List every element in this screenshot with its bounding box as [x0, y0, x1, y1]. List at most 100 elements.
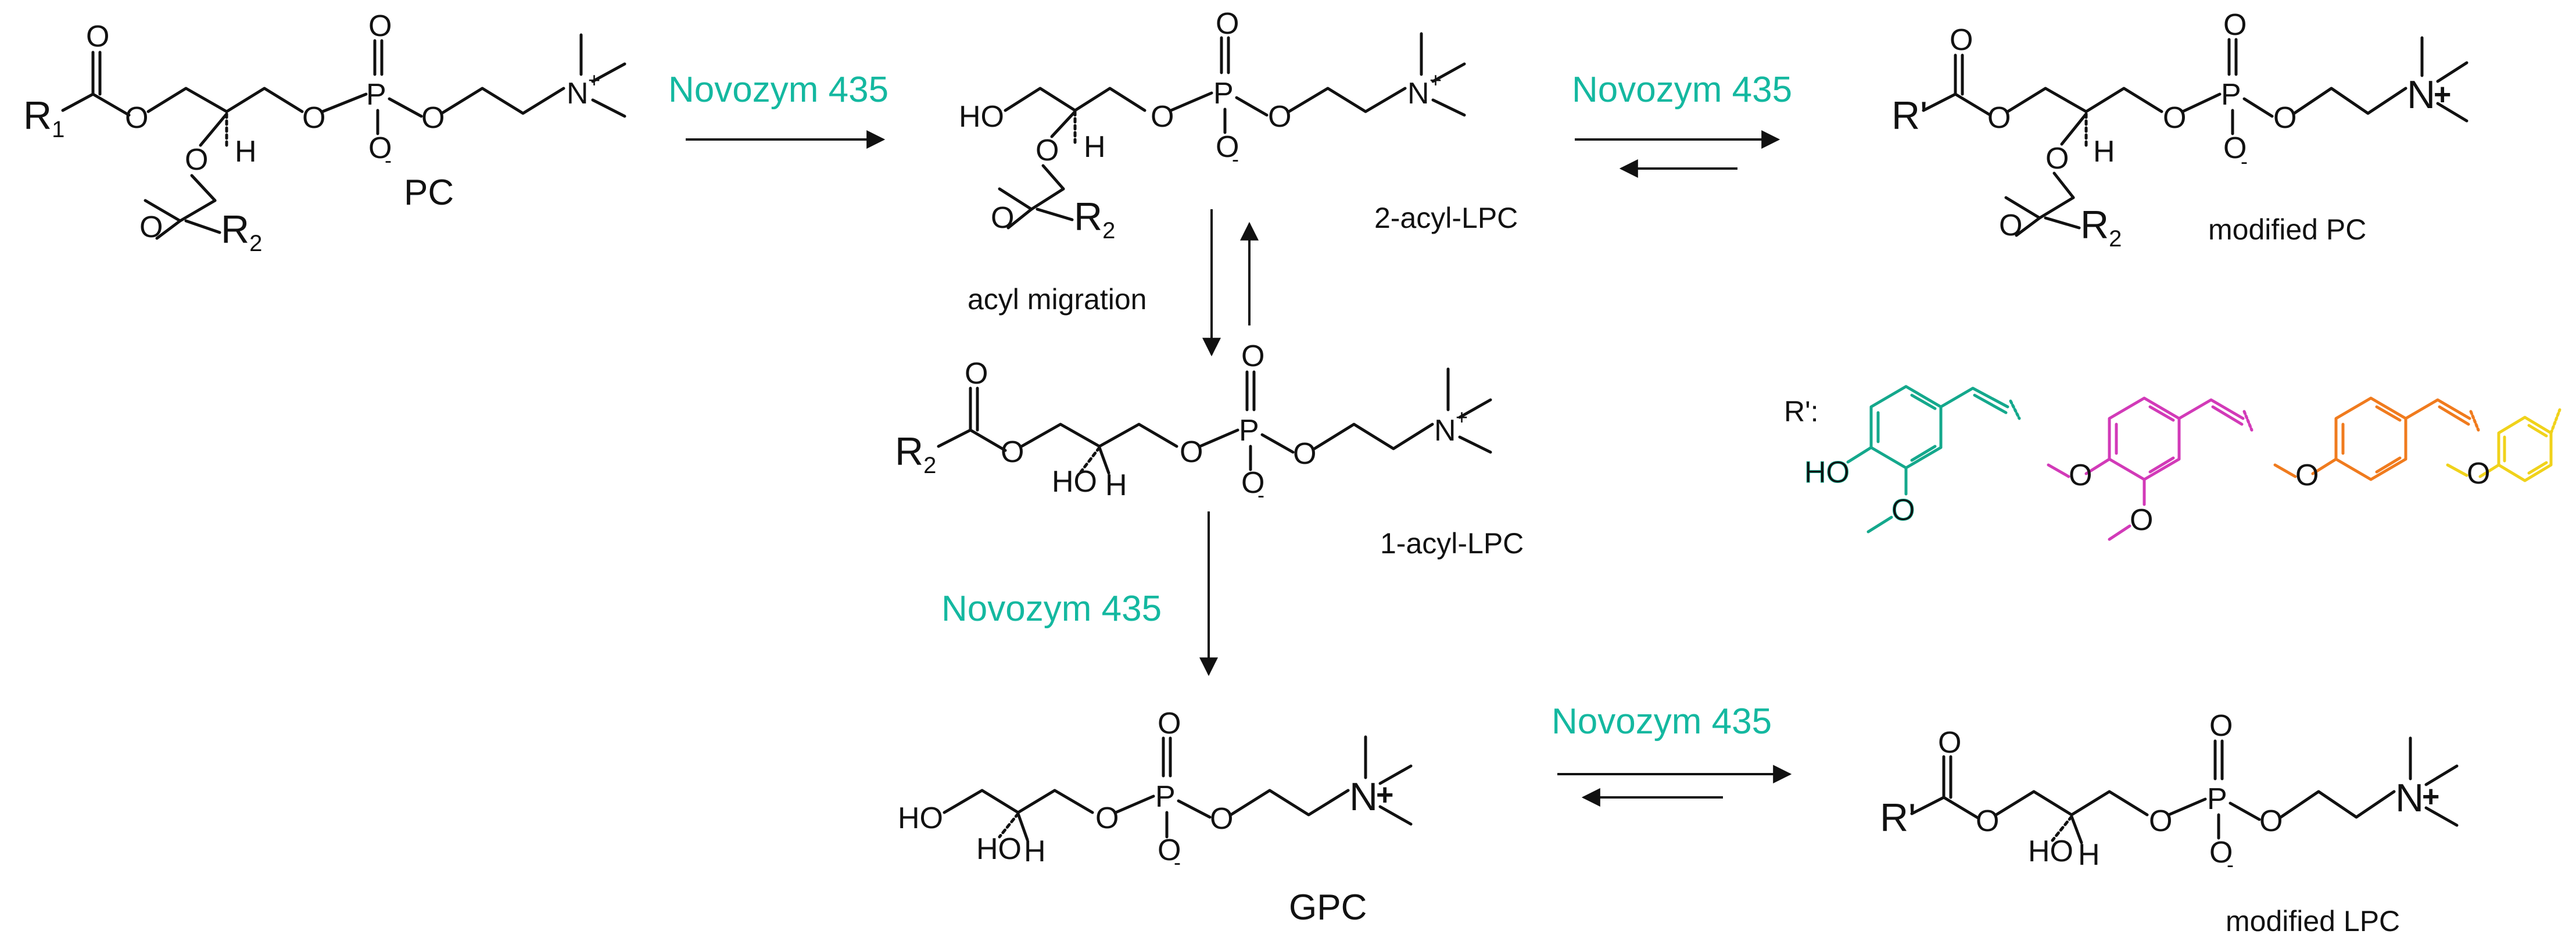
- svg-text:-: -: [1232, 147, 1239, 171]
- modified-pc-structure: R' O O H O O R2 O P O O - O N + modified…: [1891, 8, 2468, 252]
- lpc2-label: 2-acyl-LPC: [1374, 202, 1518, 234]
- svg-text:O: O: [2259, 804, 2283, 838]
- svg-text:P: P: [1239, 414, 1259, 448]
- svg-text:O: O: [1950, 23, 1973, 57]
- svg-text:P: P: [366, 78, 386, 112]
- pc-structure: R1 O O H O O R2 O P O O - O N + PC: [23, 9, 626, 256]
- modified-lpc-structure: R' O O HO H O P O O - O N + modified LPC: [1880, 709, 2459, 937]
- gpc-structure: HO HO H O P O O - O N + GPC: [898, 707, 1413, 928]
- lpc2-structure: HO H O O R2 O P O O - O N + 2-acyl-LPC: [959, 7, 1518, 244]
- svg-text:O: O: [86, 20, 109, 53]
- svg-text:O: O: [1216, 130, 1239, 164]
- svg-text:N: N: [1349, 775, 1378, 819]
- svg-text:-: -: [1257, 483, 1264, 507]
- svg-text:O: O: [1241, 339, 1264, 373]
- svg-text:P: P: [1213, 77, 1234, 110]
- svg-text:O: O: [1938, 726, 1961, 760]
- methoxycinnamoyl-structure: O: [2273, 396, 2480, 492]
- svg-text:HO: HO: [976, 832, 1022, 866]
- svg-text:O: O: [2069, 459, 2092, 492]
- r-prime-label: R':: [1784, 395, 1819, 428]
- svg-text:O: O: [368, 9, 392, 43]
- enzyme-label-step1: Novozym 435: [668, 70, 888, 110]
- svg-text:R2: R2: [221, 207, 262, 256]
- svg-text:H: H: [1084, 130, 1106, 164]
- svg-text:O: O: [1216, 7, 1239, 41]
- svg-text:O: O: [1976, 804, 1999, 838]
- svg-text:O: O: [139, 210, 163, 244]
- svg-text:O: O: [1151, 100, 1174, 134]
- svg-text:O: O: [1999, 209, 2022, 242]
- svg-text:O: O: [1268, 100, 1291, 134]
- svg-text:-: -: [2241, 149, 2248, 173]
- svg-text:HO: HO: [898, 801, 943, 835]
- svg-text:O: O: [2223, 8, 2247, 42]
- svg-text:O: O: [1036, 134, 1059, 167]
- svg-text:R2: R2: [1074, 195, 1115, 244]
- svg-text:N: N: [1407, 77, 1429, 110]
- svg-text:HO: HO: [959, 100, 1004, 134]
- svg-text:N: N: [567, 77, 589, 110]
- r1-group: R1: [23, 94, 65, 142]
- svg-text:O: O: [2209, 836, 2233, 869]
- svg-text:O: O: [1293, 437, 1316, 471]
- svg-text:O: O: [302, 101, 325, 135]
- dimethoxycinnamoyl-structure: O O: [2047, 396, 2253, 541]
- enzyme-label-step3: Novozym 435: [941, 589, 1162, 629]
- svg-text:O: O: [185, 143, 208, 177]
- svg-text:O: O: [991, 201, 1014, 235]
- svg-text:N: N: [1434, 414, 1456, 448]
- svg-text:O: O: [1987, 101, 2011, 135]
- lpc1-label: 1-acyl-LPC: [1380, 527, 1524, 560]
- svg-text:P: P: [1155, 780, 1176, 814]
- svg-text:O: O: [2273, 101, 2296, 135]
- svg-text:O: O: [125, 101, 148, 135]
- svg-text:O: O: [1158, 707, 1181, 740]
- pc-label: PC: [404, 173, 454, 213]
- svg-text:O: O: [2209, 709, 2233, 743]
- svg-text:O: O: [2163, 101, 2186, 135]
- svg-text:P: P: [2207, 782, 2227, 816]
- gpc-label: GPC: [1289, 887, 1367, 928]
- r-prime-legend: R': HO O O: [1784, 385, 2561, 541]
- svg-text:+: +: [2422, 780, 2439, 814]
- modified-lpc-label: modified LPC: [2226, 905, 2400, 937]
- svg-text:R2: R2: [895, 429, 936, 478]
- feruloyl-structure: HO O: [1804, 385, 2021, 534]
- svg-text:O: O: [965, 357, 988, 391]
- svg-text:O: O: [2130, 503, 2153, 537]
- svg-text:-: -: [2227, 853, 2234, 876]
- svg-text:-: -: [1174, 850, 1181, 874]
- svg-text:O: O: [2045, 142, 2069, 176]
- svg-text:H: H: [2078, 838, 2100, 872]
- svg-text:O: O: [2223, 131, 2247, 165]
- svg-text:O: O: [1891, 493, 1915, 527]
- svg-text:HO: HO: [1804, 456, 1850, 489]
- modified-pc-label: modified PC: [2208, 213, 2366, 246]
- svg-text:N: N: [2395, 776, 2424, 820]
- acyl-migration-label: acyl migration: [968, 283, 1147, 316]
- svg-text:O: O: [1158, 833, 1181, 867]
- lpc1-structure: R2 O O HO H O P O O - O N + 1-acyl-LPC: [895, 339, 1524, 560]
- svg-text:H: H: [2093, 135, 2115, 169]
- svg-text:HO: HO: [1052, 465, 1097, 499]
- enzyme-label-step4: Novozym 435: [1552, 701, 1772, 742]
- svg-text:O: O: [1001, 435, 1024, 469]
- svg-text:O: O: [2467, 457, 2490, 491]
- svg-text:H: H: [235, 135, 257, 169]
- svg-text:R': R': [1891, 94, 1927, 138]
- svg-text:O: O: [1095, 801, 1119, 835]
- svg-text:O: O: [368, 131, 392, 165]
- methoxybenzoyl-structure: O: [2446, 408, 2561, 491]
- svg-text:O: O: [1241, 466, 1264, 500]
- svg-text:N: N: [2407, 73, 2435, 117]
- svg-text:R': R': [1880, 796, 1916, 840]
- svg-text:HO: HO: [2028, 835, 2073, 868]
- svg-text:R2: R2: [2080, 203, 2122, 252]
- svg-text:O: O: [2295, 459, 2319, 492]
- svg-text:P: P: [2221, 78, 2241, 112]
- svg-text:O: O: [1180, 435, 1203, 469]
- svg-text:-: -: [385, 148, 392, 172]
- svg-text:H: H: [1024, 835, 1046, 868]
